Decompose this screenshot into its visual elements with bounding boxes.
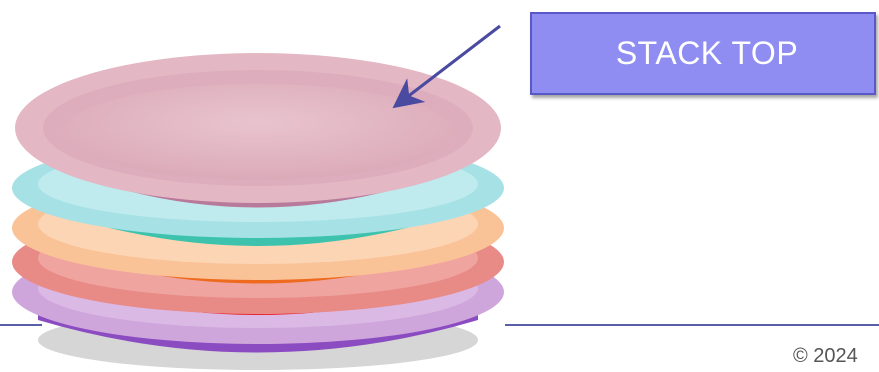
copyright-text: © 2024 — [793, 345, 858, 368]
stack-top-callout: STACK TOP — [530, 12, 876, 95]
stack-top-label: STACK TOP — [616, 35, 798, 72]
footer-divider-right — [505, 324, 879, 326]
footer-divider-left — [0, 324, 42, 326]
